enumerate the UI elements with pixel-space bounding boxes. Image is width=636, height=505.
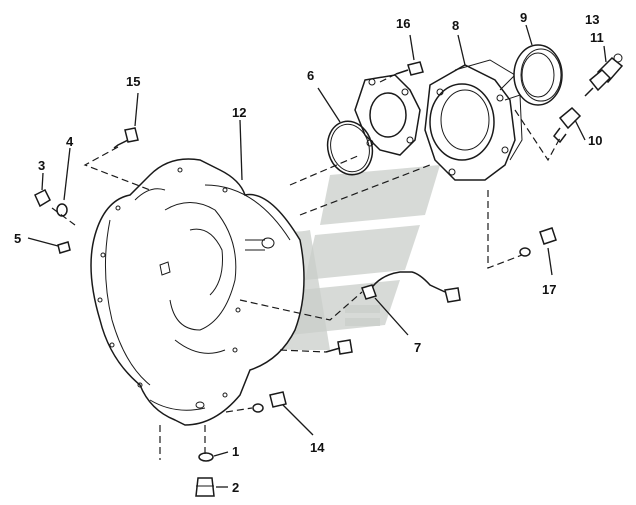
callout-16: 16: [396, 16, 410, 31]
callout-3: 3: [38, 158, 45, 173]
bolt-17: [519, 227, 557, 257]
drain-plug: [195, 452, 215, 497]
callout-9: 9: [520, 10, 527, 25]
callout-15: 15: [126, 74, 140, 89]
bolt-15: [113, 127, 139, 149]
bolt-housing: [325, 339, 353, 355]
callout-10: 10: [588, 133, 602, 148]
bearing-retainer-plate: [354, 74, 421, 156]
snap-ring: [326, 120, 374, 176]
callout-5: 5: [14, 231, 21, 246]
callout-12: 12: [232, 105, 246, 120]
assembly-lines: [51, 73, 561, 460]
callout-labels: 1 2 3 4 5 6 7 8 9 10 11 12 13 14 15 16 1…: [14, 10, 604, 495]
pin-5: [57, 241, 71, 254]
sensor-harness: [361, 271, 461, 303]
clip-and-washer: [34, 188, 68, 217]
callout-13: 13: [585, 12, 599, 27]
callout-2: 2: [232, 480, 239, 495]
bolt-16: [395, 61, 424, 76]
bolt-14: [252, 391, 287, 413]
oil-seal: [513, 44, 563, 106]
callout-8: 8: [452, 18, 459, 33]
callout-17: 17: [542, 282, 556, 297]
leader-lines: [27, 24, 607, 488]
speed-sensor: [584, 53, 624, 97]
clutch-housing: [90, 158, 305, 426]
callout-7: 7: [414, 340, 421, 355]
callout-4: 4: [66, 134, 74, 149]
extension-housing: [424, 59, 523, 181]
callout-14: 14: [310, 440, 325, 455]
switch: [553, 106, 582, 144]
callout-11: 11: [590, 30, 604, 45]
callout-1: 1: [232, 444, 239, 459]
callout-6: 6: [307, 68, 314, 83]
